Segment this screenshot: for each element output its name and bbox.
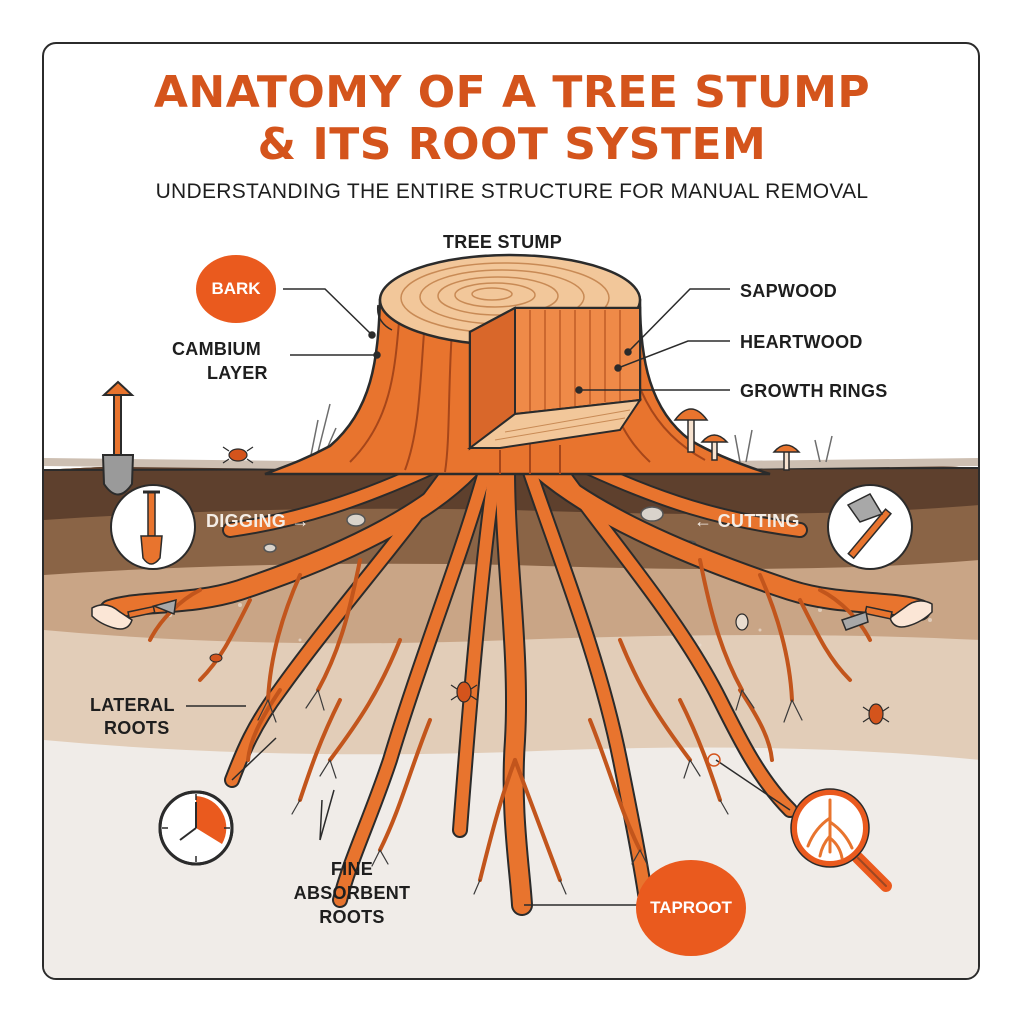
fine-root	[246, 688, 282, 762]
root-strand	[454, 464, 501, 836]
label-cutting: ← CUTTING	[694, 511, 800, 531]
root-strand	[224, 462, 436, 536]
label-fine-line2: ABSORBENT	[293, 883, 411, 903]
label-heartwood: HEARTWOOD	[740, 332, 863, 352]
root-hair	[257, 699, 277, 723]
fine-root	[798, 598, 852, 682]
fine-root	[316, 558, 362, 692]
label-fine-line3: ROOTS	[319, 907, 385, 927]
root-hair	[319, 759, 337, 779]
root-system	[99, 457, 931, 916]
hand-saw-icon	[841, 600, 933, 631]
label-cambium-line2: LAYER	[207, 363, 268, 383]
fine-root	[588, 718, 642, 852]
beetle-icon	[209, 446, 890, 725]
fine-root	[698, 558, 744, 692]
root-strand	[524, 466, 652, 906]
clock-icon	[158, 790, 234, 866]
root-hair	[291, 799, 729, 815]
leader-lines	[186, 288, 791, 906]
fine-root	[328, 638, 402, 762]
root-hair	[735, 689, 755, 711]
fine-root	[758, 573, 794, 702]
root-hair	[473, 879, 567, 895]
page-subtitle: UNDERSTANDING THE ENTIRE STRUCTURE FOR M…	[155, 180, 869, 203]
hand-trowel-icon	[91, 598, 177, 630]
fine-root	[678, 698, 722, 802]
label-cambium-line1: CAMBIUM	[172, 339, 262, 359]
digging-icon	[110, 484, 196, 570]
label-growth-rings: GROWTH RINGS	[740, 381, 888, 401]
fine-root	[818, 588, 872, 642]
label-fine-line1: FINE	[330, 859, 374, 879]
fine-root	[478, 758, 517, 882]
fine-root	[618, 638, 692, 762]
axe-icon	[827, 484, 913, 570]
label-sapwood: SAPWOOD	[740, 281, 838, 301]
label-tree-stump: TREE STUMP	[443, 232, 563, 252]
root-strand	[226, 464, 456, 786]
page-title-line2: & ITS ROOT SYSTEM	[257, 119, 767, 170]
label-digging: DIGGING →	[206, 511, 310, 531]
root-hair	[371, 849, 389, 867]
fine-root	[513, 758, 562, 882]
fine-root	[298, 698, 342, 802]
badge-taproot: TAPROOT	[636, 860, 746, 956]
fine-root	[378, 718, 432, 852]
magnifier-icon	[790, 788, 892, 892]
shovel-icon	[101, 380, 135, 496]
label-lateral-line2: ROOTS	[104, 718, 170, 738]
badge-bark: BARK	[196, 255, 276, 323]
stump-trunk	[264, 253, 771, 476]
root-strand	[554, 464, 796, 816]
root-strand	[531, 459, 929, 619]
root-strand	[584, 462, 806, 536]
label-lateral-line1: LATERAL	[90, 695, 175, 715]
fine-root	[738, 688, 774, 762]
root-hair	[783, 699, 803, 723]
fine-root	[198, 598, 252, 682]
root-strand	[496, 461, 531, 914]
mushroom-icon	[673, 408, 801, 471]
root-hair	[683, 759, 701, 779]
root-hair	[631, 849, 649, 867]
root-hair	[305, 689, 325, 711]
page-title-line1: ANATOMY OF A TREE STUMP	[153, 67, 871, 118]
root-strand	[334, 466, 491, 906]
fine-root	[266, 573, 302, 702]
